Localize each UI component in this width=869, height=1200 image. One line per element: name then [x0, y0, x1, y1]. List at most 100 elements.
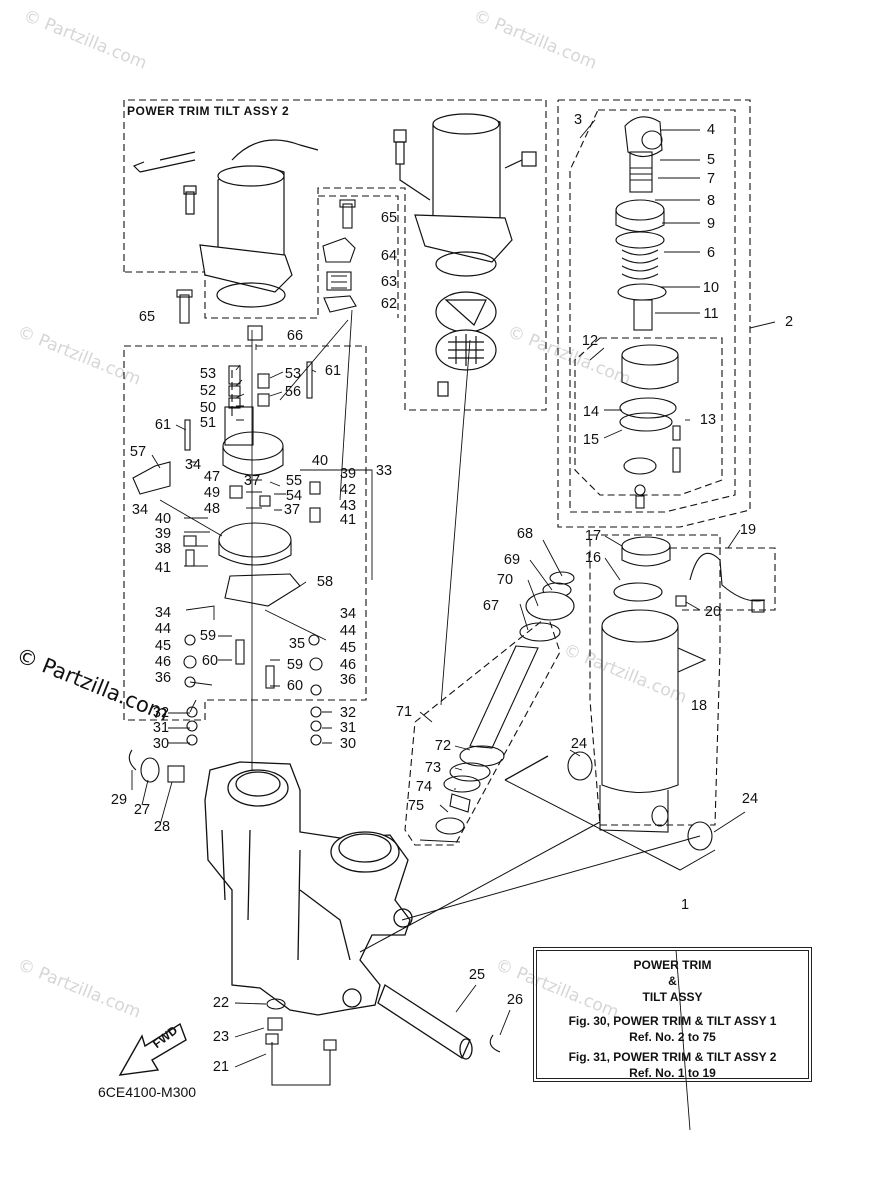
callout-label[interactable]: 61 [324, 363, 342, 379]
callout-label[interactable]: 9 [706, 216, 716, 232]
callout-label[interactable]: 68 [516, 526, 534, 542]
callout-label[interactable]: 66 [286, 328, 304, 344]
callout-label[interactable]: 50 [199, 400, 217, 416]
callout-label[interactable]: 38 [154, 541, 172, 557]
callout-label[interactable]: 61 [154, 417, 172, 433]
callout-label[interactable]: 42 [339, 482, 357, 498]
callout-label[interactable]: 36 [154, 670, 172, 686]
callout-label[interactable]: 21 [212, 1059, 230, 1075]
callout-label[interactable]: 39 [154, 526, 172, 542]
callout-label[interactable]: 45 [339, 640, 357, 656]
callout-label[interactable]: 53 [284, 366, 302, 382]
callout-label[interactable]: 24 [741, 791, 759, 807]
callout-label[interactable]: 73 [424, 760, 442, 776]
callout-label[interactable]: 74 [415, 779, 433, 795]
callout-label[interactable]: 8 [706, 193, 716, 209]
callout-label[interactable]: 24 [570, 736, 588, 752]
callout-label[interactable]: 40 [154, 511, 172, 527]
callout-label[interactable]: 25 [468, 967, 486, 983]
callout-label[interactable]: 7 [706, 171, 716, 187]
callout-label[interactable]: 6 [706, 245, 716, 261]
filter-parts [176, 199, 357, 341]
callout-label[interactable]: 47 [203, 469, 221, 485]
callout-label[interactable]: 17 [584, 528, 602, 544]
callout-label[interactable]: 58 [316, 574, 334, 590]
callout-label[interactable]: 20 [704, 604, 722, 620]
callout-label[interactable]: 75 [407, 798, 425, 814]
callout-label[interactable]: 72 [434, 738, 452, 754]
callout-label[interactable]: 69 [503, 552, 521, 568]
callout-label[interactable]: 13 [699, 412, 717, 428]
callout-label[interactable]: 10 [702, 280, 720, 296]
callout-label[interactable]: 41 [339, 512, 357, 528]
callout-label[interactable]: 60 [201, 653, 219, 669]
callout-label[interactable]: 63 [380, 274, 398, 290]
callout-label[interactable]: 51 [199, 415, 217, 431]
callout-label[interactable]: 45 [154, 638, 172, 654]
callout-label[interactable]: 31 [152, 720, 170, 736]
ref-heading-2: & [668, 974, 677, 988]
callout-label[interactable]: 62 [380, 296, 398, 312]
callout-label[interactable]: 30 [339, 736, 357, 752]
callout-label[interactable]: 43 [339, 498, 357, 514]
callout-label[interactable]: 34 [131, 502, 149, 518]
callout-label[interactable]: 35 [288, 636, 306, 652]
callout-label[interactable]: 54 [285, 488, 303, 504]
callout-label[interactable]: 59 [286, 657, 304, 673]
callout-label[interactable]: 46 [154, 654, 172, 670]
callout-label[interactable]: 48 [203, 501, 221, 517]
callout-label[interactable]: 29 [110, 792, 128, 808]
callout-label[interactable]: 32 [152, 705, 170, 721]
callout-label[interactable]: 16 [584, 550, 602, 566]
ref-1-figure[interactable]: Fig. 30, POWER TRIM & TILT ASSY 1 [568, 1014, 777, 1028]
callout-label[interactable]: 56 [284, 384, 302, 400]
callout-label[interactable]: 65 [380, 210, 398, 226]
callout-label[interactable]: 18 [690, 698, 708, 714]
callout-label[interactable]: 41 [154, 560, 172, 576]
callout-label[interactable]: 23 [212, 1029, 230, 1045]
callout-label[interactable]: 12 [581, 333, 599, 349]
callout-label[interactable]: 49 [203, 485, 221, 501]
callout-label[interactable]: 28 [153, 819, 171, 835]
callout-label[interactable]: 52 [199, 383, 217, 399]
callout-label[interactable]: 71 [395, 704, 413, 720]
callout-label[interactable]: 33 [375, 463, 393, 479]
callout-label[interactable]: 59 [199, 628, 217, 644]
callout-label[interactable]: 26 [506, 992, 524, 1008]
callout-label[interactable]: 37 [283, 502, 301, 518]
callout-label[interactable]: 2 [784, 314, 794, 330]
callout-label[interactable]: 3 [573, 112, 583, 128]
callout-label[interactable]: 5 [706, 152, 716, 168]
callout-label[interactable]: 44 [339, 623, 357, 639]
callout-label[interactable]: 19 [739, 522, 757, 538]
callout-label[interactable]: 64 [380, 248, 398, 264]
callout-label[interactable]: 39 [339, 466, 357, 482]
ref-2-figure[interactable]: Fig. 31, POWER TRIM & TILT ASSY 2 [568, 1050, 777, 1064]
callout-label[interactable]: 60 [286, 678, 304, 694]
callout-label[interactable]: 44 [154, 621, 172, 637]
callout-label[interactable]: 1 [680, 897, 690, 913]
callout-label[interactable]: 67 [482, 598, 500, 614]
callout-label[interactable]: 34 [184, 457, 202, 473]
callout-label[interactable]: 34 [339, 606, 357, 622]
callout-label[interactable]: 46 [339, 657, 357, 673]
callout-label[interactable]: 14 [582, 404, 600, 420]
callout-label[interactable]: 36 [339, 672, 357, 688]
callout-label[interactable]: 4 [706, 122, 716, 138]
callout-label[interactable]: 57 [129, 444, 147, 460]
callout-label[interactable]: 70 [496, 572, 514, 588]
callout-label[interactable]: 32 [339, 705, 357, 721]
callout-label[interactable]: 65 [138, 309, 156, 325]
callout-label[interactable]: 37 [243, 473, 261, 489]
callout-label[interactable]: 27 [133, 802, 151, 818]
callout-label[interactable]: 53 [199, 366, 217, 382]
callout-label[interactable]: 31 [339, 720, 357, 736]
callout-label[interactable]: 40 [311, 453, 329, 469]
callout-label[interactable]: 15 [582, 432, 600, 448]
callout-label[interactable]: 55 [285, 473, 303, 489]
callout-label[interactable]: 22 [212, 995, 230, 1011]
leader-lines [131, 119, 776, 1131]
callout-label[interactable]: 30 [152, 736, 170, 752]
callout-label[interactable]: 11 [703, 306, 719, 322]
callout-label[interactable]: 34 [154, 605, 172, 621]
